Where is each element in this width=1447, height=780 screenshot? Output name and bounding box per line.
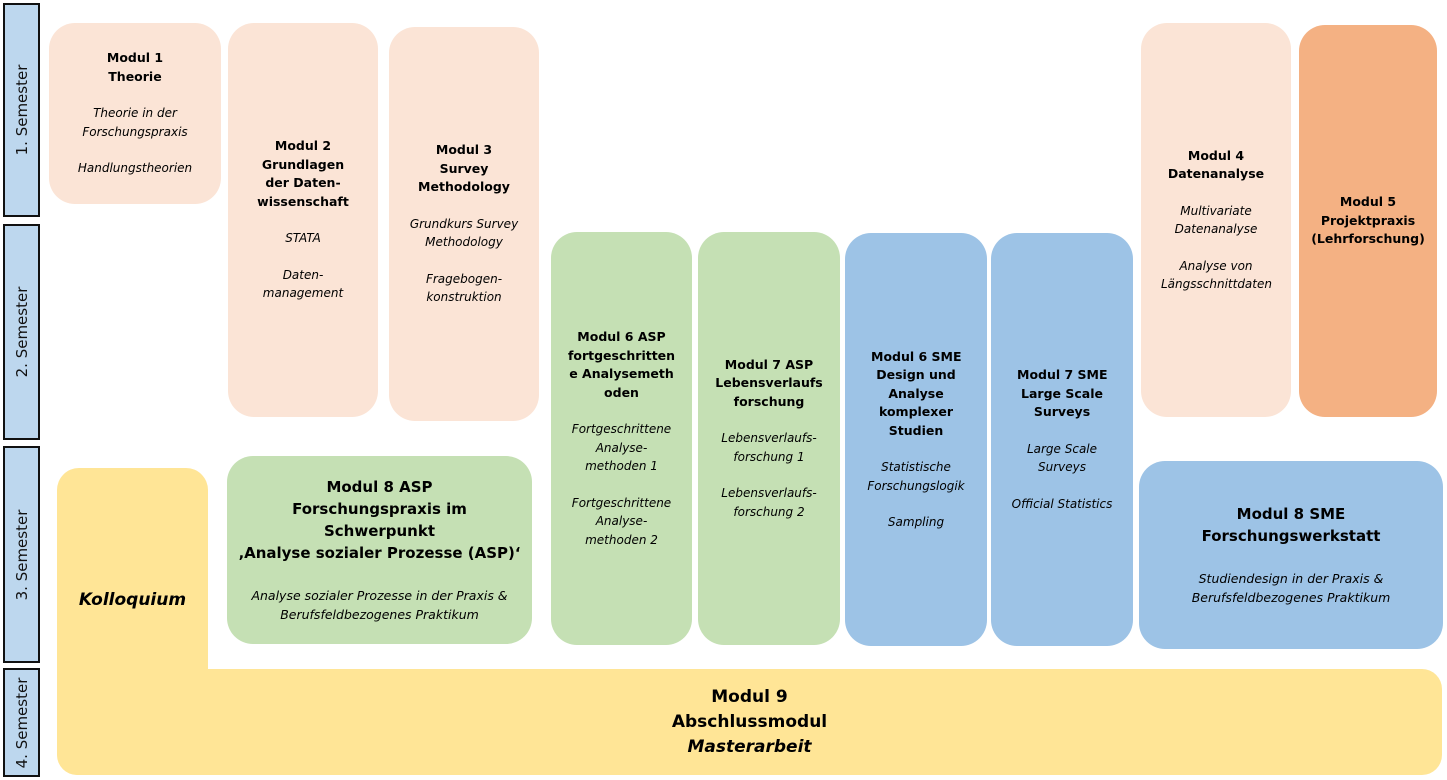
module-title: Modul 9 <box>711 686 788 707</box>
semester-label-3: 3. Semester <box>3 446 40 663</box>
semester-label-text: 3. Semester <box>12 509 31 600</box>
semester-label-4: 4. Semester <box>3 668 40 777</box>
module-9-abschlussmodul[interactable]: Modul 9 Abschlussmodul Masterarbeit <box>57 669 1442 775</box>
semester-label-text: 1. Semester <box>12 64 31 156</box>
module-title: Abschlussmodul <box>671 711 828 732</box>
semester-label-2: 2. Semester <box>3 224 40 440</box>
module-courses: Analyse sozialer Prozesse in der Praxis … <box>251 588 508 622</box>
module-subtitle: Masterarbeit <box>687 736 812 757</box>
semester-label-1: 1. Semester <box>3 3 40 217</box>
semester-label-text: 4. Semester <box>12 677 31 768</box>
module-courses: Studiendesign in der Praxis & Berufsfeld… <box>1191 571 1391 605</box>
kolloquium-label: Kolloquium <box>78 590 187 610</box>
semester-label-text: 2. Semester <box>12 286 31 378</box>
